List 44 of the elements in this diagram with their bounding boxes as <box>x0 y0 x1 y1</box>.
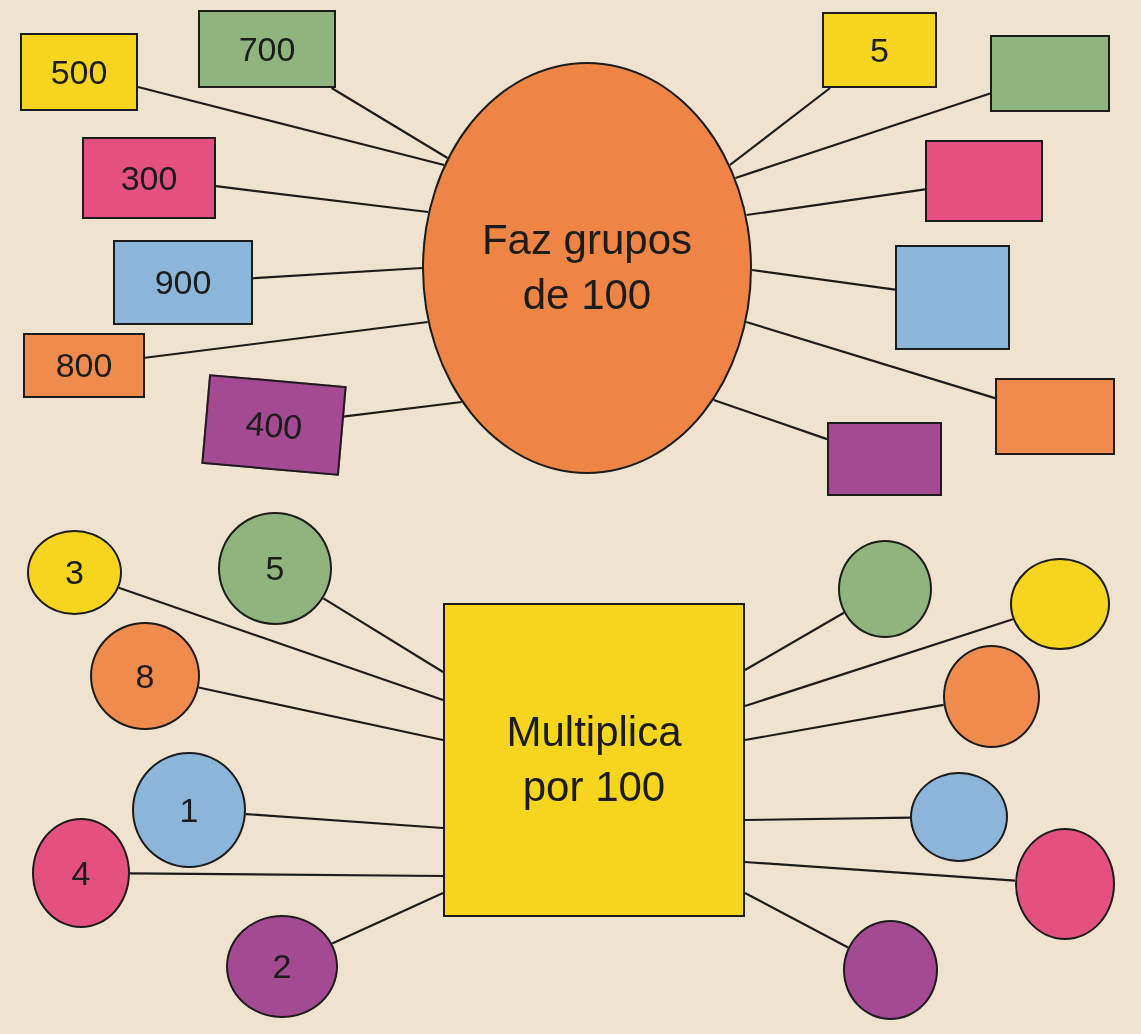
connector-line <box>252 266 423 280</box>
number-box: 400 <box>201 374 347 476</box>
connector-line <box>144 320 428 359</box>
number-box: 800 <box>23 333 145 398</box>
connector-line <box>198 686 444 742</box>
number-circle: 2 <box>226 915 338 1018</box>
connector-line <box>713 398 828 441</box>
number-circle: 4 <box>32 818 130 928</box>
color-box <box>827 422 942 496</box>
oval-node: Faz grupos de 100 <box>422 62 752 474</box>
connector-line <box>744 860 1016 882</box>
connector-line <box>130 872 443 878</box>
connector-line <box>331 892 444 945</box>
number-circle: 8 <box>90 622 200 730</box>
square-node: Multiplica por 100 <box>443 603 745 917</box>
connector-line <box>322 597 444 673</box>
connector-line <box>245 812 444 830</box>
connector-line <box>342 400 462 418</box>
connector-line <box>118 586 444 702</box>
connector-line <box>215 185 429 214</box>
connector-line <box>744 618 1014 708</box>
connector-line <box>745 320 996 400</box>
connector-line <box>751 268 896 291</box>
connector-line <box>331 87 449 159</box>
color-box <box>895 245 1010 350</box>
connector-line <box>729 87 831 166</box>
color-box <box>925 140 1043 222</box>
number-circle: 3 <box>27 530 122 615</box>
number-circle: 5 <box>218 512 332 625</box>
connector-line <box>735 92 991 180</box>
connector-line <box>744 611 845 671</box>
color-box <box>990 35 1110 112</box>
number-box: 5 <box>822 12 937 88</box>
number-box: 300 <box>82 137 216 219</box>
number-box: 500 <box>20 33 138 111</box>
connector-line <box>137 85 445 167</box>
number-box: 700 <box>198 10 336 88</box>
connector-line <box>744 703 944 742</box>
connector-line <box>746 188 926 217</box>
connector-line <box>744 892 849 949</box>
color-box <box>995 378 1115 455</box>
number-circle: 1 <box>132 752 246 868</box>
number-box: 900 <box>113 240 253 325</box>
connector-line <box>745 816 911 822</box>
